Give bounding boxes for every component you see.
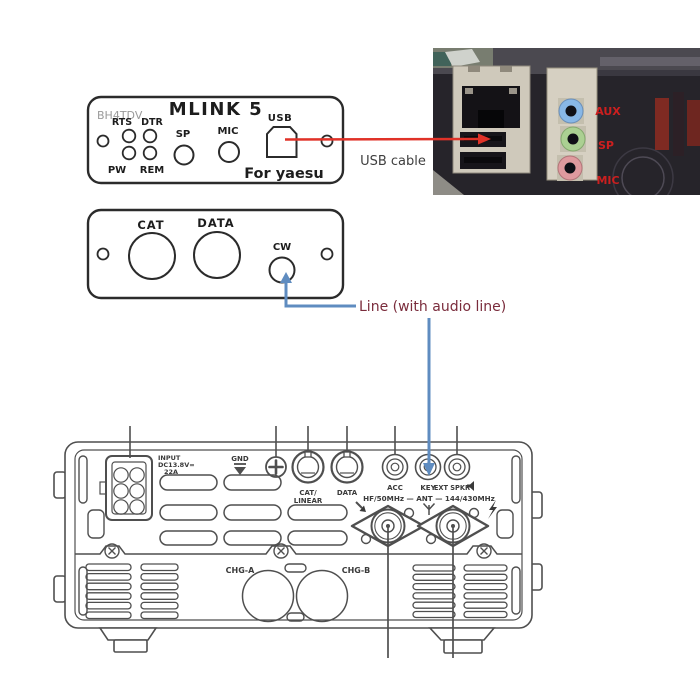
- rts-label: RTS: [112, 117, 132, 128]
- cw-label: CW: [273, 242, 291, 253]
- sp-out-label: SP: [598, 139, 614, 152]
- chg-b-label: CHG-B: [342, 566, 371, 575]
- ethernet-usb-stack: [452, 65, 531, 174]
- antenna-symbol-icon: [422, 502, 436, 515]
- sp-jack-hole: [173, 144, 195, 166]
- usb-b-port: [266, 126, 298, 158]
- lower-right-vents: [412, 564, 508, 619]
- dc-input-label-2: DC13.8V=: [158, 461, 195, 469]
- data-hole: [193, 231, 241, 279]
- mic-jack-hole: [218, 141, 240, 163]
- cat-label: CAT: [137, 218, 164, 232]
- mic-in-label: MIC: [596, 174, 619, 187]
- antenna-row-label: HF/50MHz — ANT — 144/430MHz: [363, 494, 495, 503]
- divider-screws: [104, 543, 492, 559]
- lower-left-vents: [85, 563, 179, 620]
- dc-input-connector: [99, 455, 153, 521]
- upper-vent-slots: [159, 474, 348, 546]
- ext-spkr-label: EXT SPKR: [434, 484, 470, 492]
- key-label: KEY: [420, 484, 436, 492]
- usb-cable-callout: USB cable: [360, 154, 426, 169]
- mlink5-mount-hole-right: [320, 134, 334, 148]
- radio-inner-panel: [74, 449, 523, 621]
- data-jack-label: DATA: [337, 489, 358, 497]
- aux-label: AUX: [595, 105, 621, 118]
- pw-hole: [96, 134, 110, 148]
- breakout-mount-hole-right: [320, 247, 334, 261]
- status-led-holes: [121, 128, 158, 161]
- cat-linear-label-1: CAT/: [299, 489, 317, 497]
- radio-feet: [98, 627, 496, 654]
- acc-jack: [381, 453, 409, 481]
- data-jack: [330, 450, 364, 484]
- cat-hole: [128, 232, 176, 280]
- cw-arrowhead: [280, 272, 292, 283]
- dtr-label: DTR: [141, 117, 163, 128]
- acc-label: ACC: [387, 484, 403, 492]
- chg-b-opening: [295, 569, 349, 623]
- dc-input-label-3: 22A: [164, 468, 178, 476]
- usb-cable-arrowhead: [478, 133, 491, 145]
- usb-label: USB: [268, 113, 292, 124]
- dc-input-pins: [113, 467, 145, 515]
- radio-chassis-outline: [64, 441, 533, 629]
- panel-screw: [265, 456, 287, 478]
- cat-linear-label-2: LINEAR: [294, 497, 323, 505]
- dc-input-label-1: INPUT: [158, 454, 181, 462]
- breakout-panel-outline: [86, 208, 345, 300]
- ext-spkr-jack: [443, 453, 471, 481]
- radio-rear-panel: INPUT DC13.8V= 22A GND CAT/ LINEAR: [53, 426, 543, 658]
- audio-jack-block: [546, 67, 598, 181]
- center-slot-bottom: [286, 612, 305, 622]
- gnd-label: GND: [231, 455, 249, 463]
- breakout-mount-hole-left: [96, 247, 110, 261]
- sp-label: SP: [176, 129, 191, 140]
- gnd-terminal-icon: [234, 463, 246, 475]
- connector-callout-ticks: [129, 426, 458, 458]
- usb-cable-arrow: [284, 133, 491, 145]
- center-slot-top: [284, 563, 307, 573]
- cat-linear-jack: [291, 450, 325, 484]
- breakout-panel: CAT DATA CW: [86, 208, 345, 300]
- mlink5-title: MLINK 5: [169, 99, 263, 120]
- speaker-icon: [467, 481, 474, 491]
- data-label: DATA: [197, 216, 234, 230]
- key-arrowhead: [423, 463, 435, 476]
- motherboard-photo: AUX SP MIC: [433, 48, 700, 195]
- cw-callout-line: [284, 282, 356, 308]
- arrow-mark-icon: [355, 501, 366, 512]
- radio-side-slots: [78, 455, 521, 616]
- audio-line-callout: Line (with audio line): [359, 299, 506, 315]
- lightning-bolt-icon: [488, 500, 497, 519]
- rem-label: REM: [140, 165, 165, 176]
- mlink5-watermark: BH4TDV: [97, 109, 143, 122]
- audio-line-arrows: [280, 272, 435, 476]
- for-yaesu-label: For yaesu: [244, 166, 324, 182]
- chg-a-opening: [241, 569, 295, 623]
- antenna-callout-lines: [387, 527, 454, 658]
- vhf-antenna-connector: [416, 504, 490, 548]
- mic-label: MIC: [217, 126, 238, 137]
- pw-label: PW: [108, 165, 126, 176]
- chg-a-label: CHG-A: [226, 566, 255, 575]
